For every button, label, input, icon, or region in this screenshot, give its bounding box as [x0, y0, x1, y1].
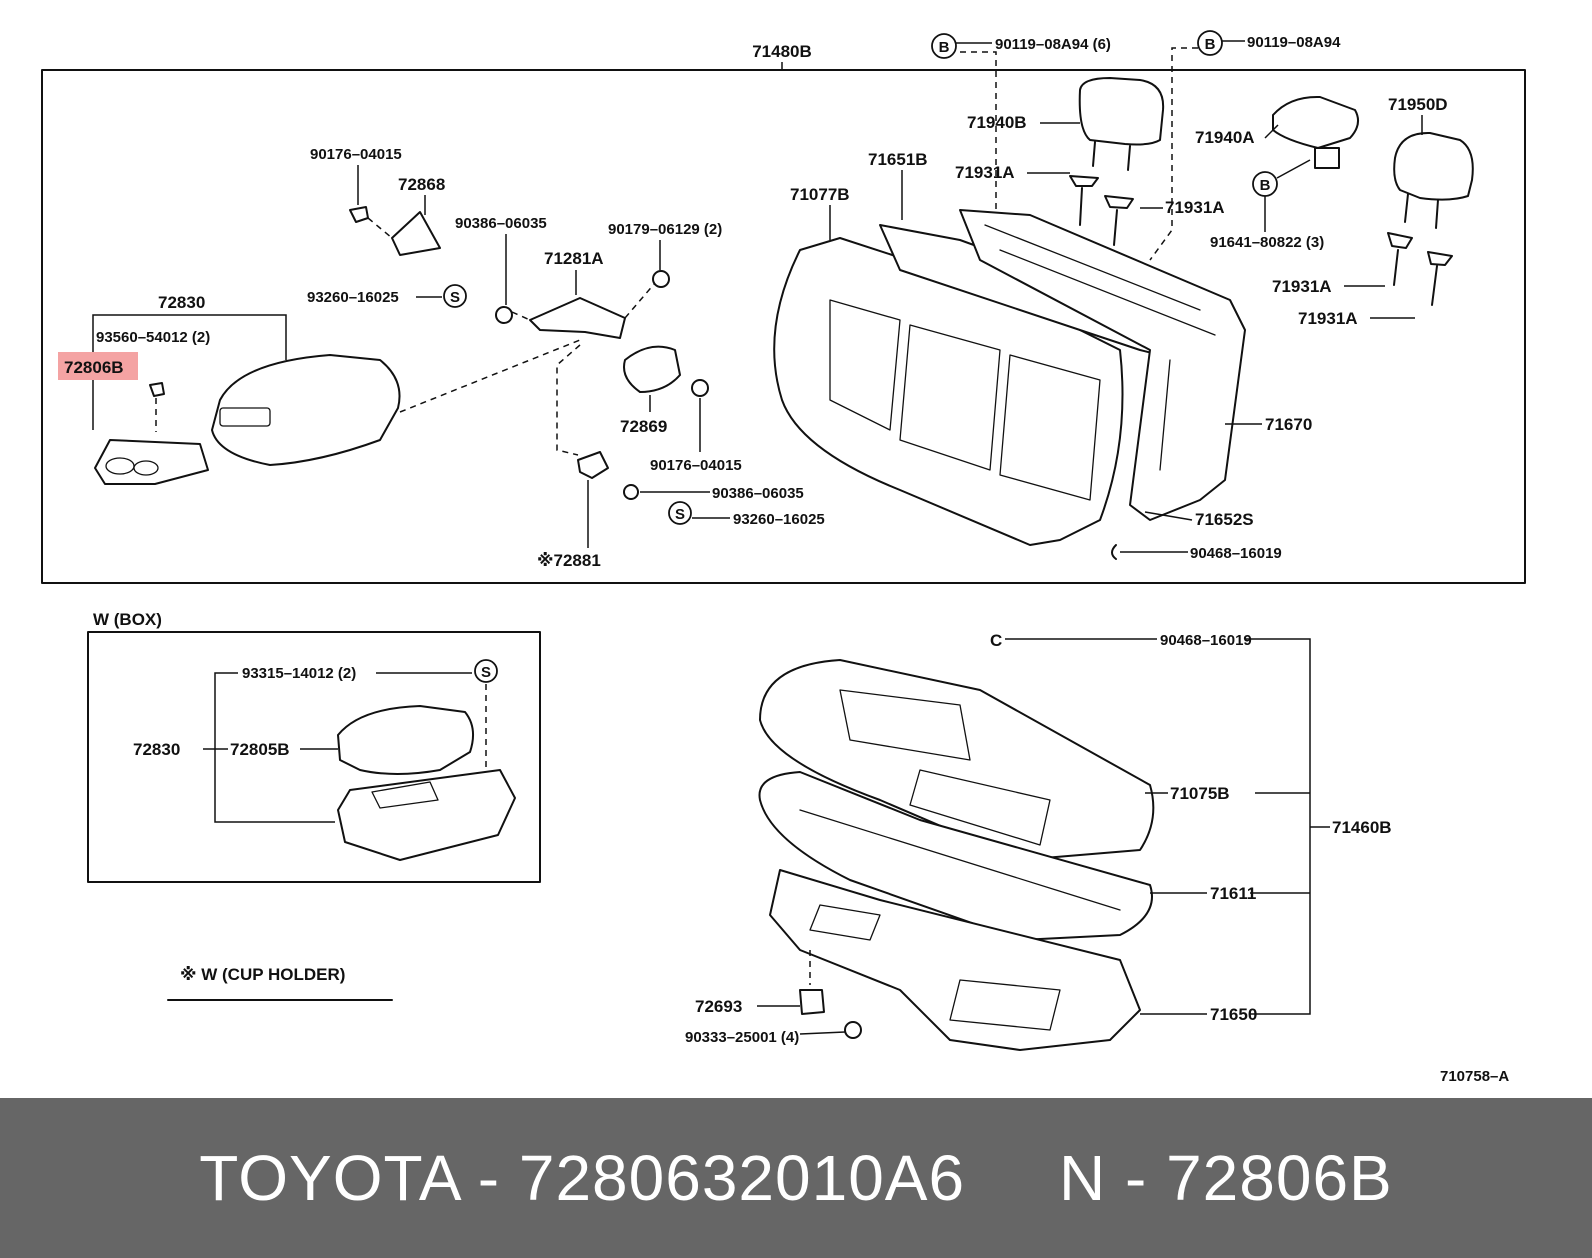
label-93315-14012-2[interactable]: 93315–14012 (2): [242, 665, 356, 682]
label-71931A-2[interactable]: 71931A: [1165, 198, 1225, 217]
clip-90333: [844, 1021, 862, 1039]
label-71075B[interactable]: 71075B: [1170, 784, 1230, 803]
label-90179-06129-2[interactable]: 90179–06129 (2): [608, 221, 722, 238]
b-mark-2: B: [1205, 36, 1216, 53]
bracket-72868: [391, 211, 441, 256]
armrest-72830: [211, 354, 401, 466]
label-90468-16019[interactable]: 90468–16019: [1160, 632, 1252, 649]
label-72693[interactable]: 72693: [695, 997, 742, 1016]
box-panel-frame: [87, 631, 541, 883]
box-base: [337, 769, 516, 861]
headrest-71940A: [1272, 95, 1360, 149]
label-90386-06035-a[interactable]: 90386–06035: [455, 215, 547, 232]
seat-cover-71611: [758, 771, 1153, 941]
label-72830-top[interactable]: 72830: [158, 293, 205, 312]
s-mark-2: S: [675, 506, 685, 523]
box-panel-title: W (BOX): [93, 610, 162, 629]
label-90176-04015-a[interactable]: 90176–04015: [310, 146, 402, 163]
pin-72881: [577, 451, 609, 479]
parts-diagram: 71480B B 90119–08A94 (6) B 90119–08A94 7…: [41, 30, 1526, 1085]
label-71670[interactable]: 71670: [1265, 415, 1312, 434]
label-71650[interactable]: 71650: [1210, 1005, 1257, 1024]
label-90333-25001-4[interactable]: 90333–25001 (4): [685, 1029, 799, 1046]
label-93260-16025-b[interactable]: 93260–16025: [733, 511, 825, 528]
part-number-footer: TOYOTA - 7280632010A6 N - 72806B: [0, 1098, 1592, 1258]
highlight-72806B: [58, 352, 138, 380]
s-mark-1: S: [450, 289, 460, 306]
label-71931A-4[interactable]: 71931A: [1298, 309, 1358, 328]
label-72830-box[interactable]: 72830: [133, 740, 180, 759]
label-71950D[interactable]: 71950D: [1388, 95, 1448, 114]
label-72881[interactable]: ※72881: [537, 551, 601, 570]
figure-id: 710758–A: [1440, 1068, 1509, 1085]
label-71651B[interactable]: 71651B: [868, 150, 928, 169]
label-72806B[interactable]: 72806B: [64, 358, 124, 377]
label-93260-16025-a[interactable]: 93260–16025: [307, 289, 399, 306]
headrest-71940B: [1078, 77, 1165, 146]
label-71460B[interactable]: 71460B: [1332, 818, 1392, 837]
s-mark-3: S: [481, 664, 491, 681]
label-72805B[interactable]: 72805B: [230, 740, 290, 759]
label-71281A[interactable]: 71281A: [544, 249, 604, 268]
clip-72693: [799, 989, 825, 1015]
cup-holder-72806B: [94, 439, 209, 485]
b-mark-1: B: [939, 39, 950, 56]
label-90386-06035-b[interactable]: 90386–06035: [712, 485, 804, 502]
seat-cushion-71075B: [759, 659, 1155, 861]
b-mark-3: B: [1260, 177, 1271, 194]
label-72868[interactable]: 72868: [398, 175, 445, 194]
label-90176-04015-b[interactable]: 90176–04015: [650, 457, 742, 474]
seat-frame-71650: [769, 869, 1141, 1051]
headrest-71950D: [1393, 131, 1474, 201]
top-panel-frame: [41, 69, 1526, 584]
label-71611[interactable]: 71611: [1210, 884, 1256, 903]
hinge-71281A: [529, 297, 626, 339]
label-90119-08A94[interactable]: 90119–08A94: [1247, 34, 1341, 51]
label-71480B[interactable]: 71480B: [752, 42, 812, 61]
seat-back-frame: [959, 209, 1246, 521]
label-71940B[interactable]: 71940B: [967, 113, 1027, 132]
label-71931A-3[interactable]: 71931A: [1272, 277, 1332, 296]
box-lid-72805B: [337, 705, 475, 775]
label-71077B[interactable]: 71077B: [790, 185, 850, 204]
bracket-72869: [623, 345, 681, 393]
label-71931A-1[interactable]: 71931A: [955, 163, 1015, 182]
c-mark: C: [990, 631, 1002, 650]
label-90119-08A94-6[interactable]: 90119–08A94 (6): [995, 36, 1111, 53]
label-90468-16019-top[interactable]: 90468–16019: [1190, 545, 1282, 562]
label-71652S[interactable]: 71652S: [1195, 510, 1254, 529]
label-72869[interactable]: 72869: [620, 417, 667, 436]
label-91641-80822-3[interactable]: 91641–80822 (3): [1210, 234, 1324, 251]
label-93560-54012-2[interactable]: 93560–54012 (2): [96, 329, 210, 346]
cup-holder-note: ※ W (CUP HOLDER): [180, 965, 345, 984]
label-71940A[interactable]: 71940A: [1195, 128, 1255, 147]
